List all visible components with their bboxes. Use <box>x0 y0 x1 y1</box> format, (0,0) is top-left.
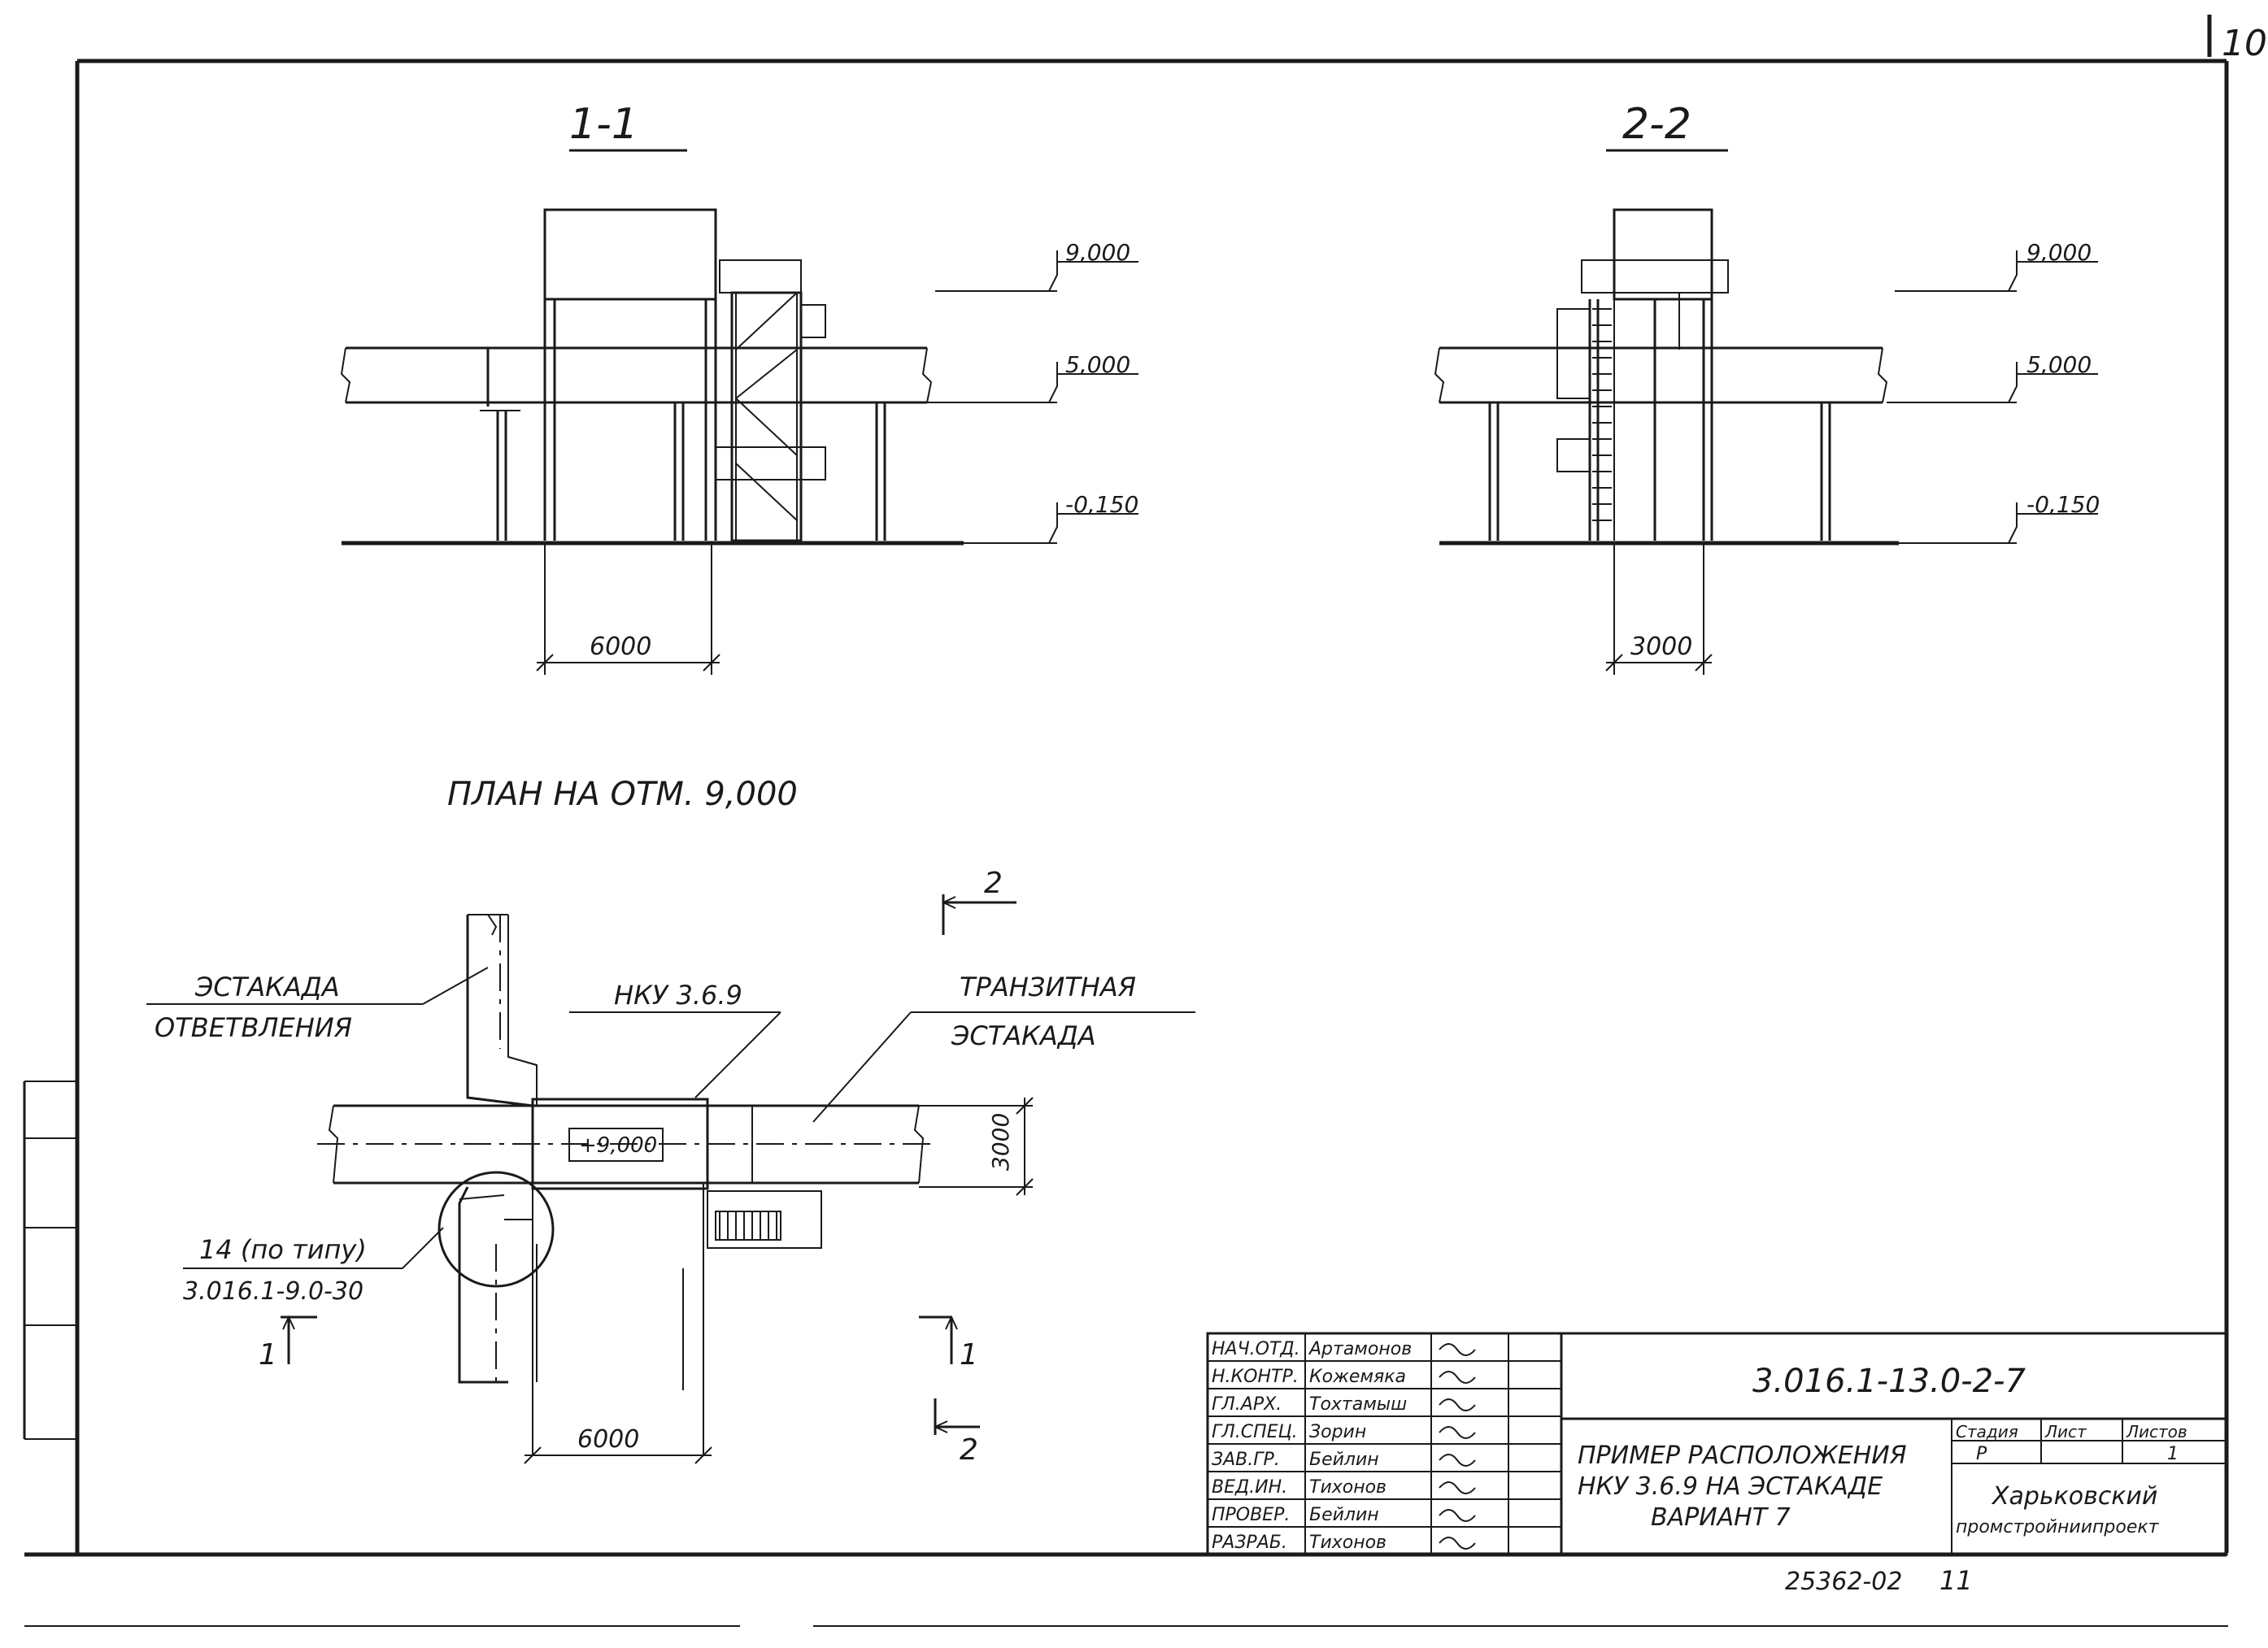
sheets-header: Листов <box>2126 1422 2187 1441</box>
sig-name-0: Артамонов <box>1308 1339 1412 1359</box>
sig-role-3: ГЛ.СПЕЦ. <box>1212 1422 1298 1442</box>
signature-marks <box>1439 1343 1476 1550</box>
sig-role-1: Н.КОНТР. <box>1212 1367 1299 1387</box>
plan-width-dim: 3000 <box>987 1113 1014 1171</box>
nku-label: НКУ 3.6.9 <box>614 980 742 1011</box>
section-2-title: 2-2 <box>1622 100 1691 149</box>
s2-elev-mid: 5,000 <box>2026 351 2092 378</box>
s2-span-dim: 3000 <box>1630 633 1692 661</box>
node-ref-2: 3.016.1-9.0-30 <box>183 1277 363 1306</box>
sig-role-6: ПРОВЕР. <box>1212 1505 1290 1525</box>
sig-name-6: Бейлин <box>1309 1505 1379 1525</box>
doc-code: 3.016.1-13.0-2-7 <box>1752 1363 2026 1400</box>
node-ref-1: 14 (по типу) <box>199 1234 367 1265</box>
page-number: 10 <box>2222 23 2267 64</box>
node-detail-circle <box>437 1171 555 1288</box>
s1-elev-top: 9,000 <box>1065 239 1130 266</box>
transit-label-1: ТРАНЗИТНАЯ <box>960 972 1136 1002</box>
cut-1-left: 1 <box>259 1338 277 1372</box>
archive-sheet: 11 <box>1939 1565 1973 1596</box>
branch-label-1: ЭСТАКАДА <box>194 972 340 1002</box>
s1-span-dim: 6000 <box>590 633 651 661</box>
cut-2-bottom: 2 <box>960 1433 978 1467</box>
stage-header: Стадия <box>1956 1422 2018 1441</box>
plan-view: ПЛАН НА ОТМ. 9,000 +9,000 <box>146 776 1195 1467</box>
cut-2-top: 2 <box>984 867 1003 900</box>
section-1-1: 1-1 <box>340 100 1138 675</box>
sheet-frame <box>23 59 2229 1627</box>
archive-number: 25362-02 <box>1785 1568 1902 1596</box>
title-line-2: НКУ 3.6.9 НА ЭСТАКАДЕ <box>1578 1472 1883 1501</box>
sig-name-3: Зорин <box>1309 1422 1366 1442</box>
s2-elev-top: 9,000 <box>2026 239 2092 266</box>
sig-name-7: Тихонов <box>1309 1533 1386 1553</box>
title-line-3: ВАРИАНТ 7 <box>1651 1503 1791 1532</box>
sig-role-0: НАЧ.ОТД. <box>1212 1339 1300 1359</box>
s2-elev-ground: -0,150 <box>2026 491 2100 518</box>
s2-stair-treads <box>1592 308 1612 521</box>
s1-elev-mid: 5,000 <box>1065 351 1130 378</box>
org-line-1: Харьковский <box>1991 1482 2157 1511</box>
sig-name-1: Кожемяка <box>1309 1367 1406 1387</box>
sheet-header: Лист <box>2044 1422 2087 1441</box>
plan-stair-treads <box>719 1211 777 1240</box>
sig-role-7: РАЗРАБ. <box>1212 1533 1287 1553</box>
sig-name-5: Тихонов <box>1309 1477 1386 1498</box>
plan-title: ПЛАН НА ОТМ. 9,000 <box>447 776 798 813</box>
title-block: НАЧ.ОТД. Артамонов Н.КОНТР. Кожемяка ГЛ.… <box>1206 1332 2228 1556</box>
sig-role-2: ГЛ.АРХ. <box>1212 1394 1282 1415</box>
org-line-2: промстройниипроект <box>1956 1517 2160 1537</box>
sig-role-5: ВЕД.ИН. <box>1212 1477 1287 1498</box>
section-2-2: 2-2 <box>1434 100 2100 675</box>
sig-name-2: Тохтамыш <box>1309 1394 1407 1415</box>
nku-box-elevation: +9,000 <box>579 1133 657 1158</box>
title-line-1: ПРИМЕР РАСПОЛОЖЕНИЯ <box>1578 1441 1907 1470</box>
cut-1-right: 1 <box>960 1338 978 1372</box>
plan-span-dim: 6000 <box>577 1425 639 1454</box>
stage-value: Р <box>1976 1444 1987 1464</box>
sheets-value: 1 <box>2167 1444 2179 1464</box>
section-1-title: 1-1 <box>569 100 638 149</box>
transit-label-2: ЭСТАКАДА <box>951 1020 1096 1051</box>
s1-elev-ground: -0,150 <box>1065 491 1138 518</box>
sig-role-4: ЗАВ.ГР. <box>1212 1450 1280 1470</box>
branch-label-2: ОТВЕТВЛЕНИЯ <box>155 1012 352 1043</box>
sig-name-4: Бейлин <box>1309 1450 1379 1470</box>
